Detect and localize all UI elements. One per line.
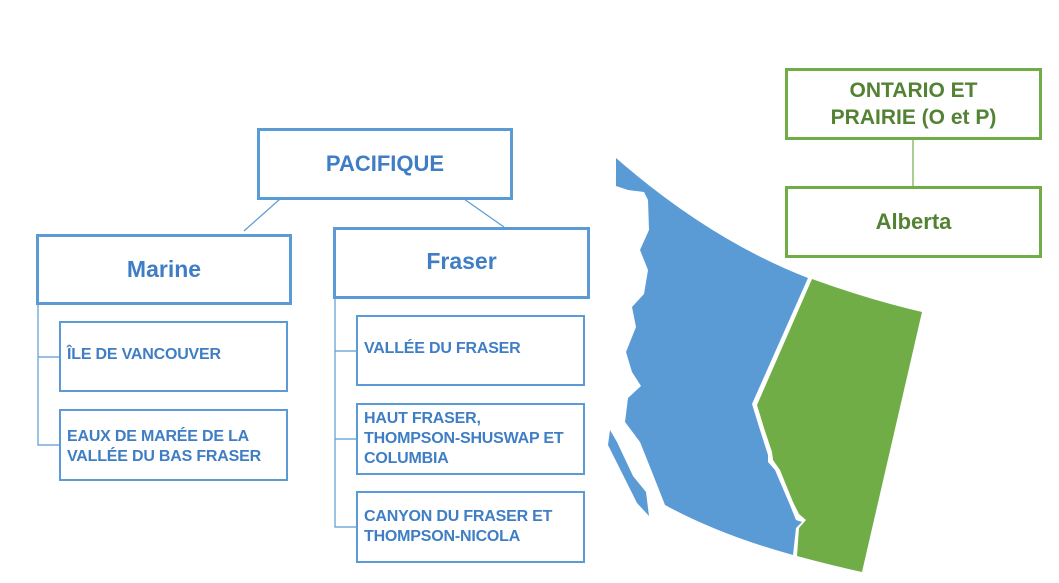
node-label: EAUX DE MARÉE DE LA VALLÉE DU BAS FRASER [67, 428, 261, 465]
node-alberta-label: Alberta [875, 209, 952, 234]
node-ontario-prairie-label: ONTARIO ET PRAIRIE (O et P) [830, 79, 997, 129]
node-fraser-label: Fraser [426, 248, 497, 274]
node-label: VALLÉE DU FRASER [364, 340, 521, 357]
node-canyon-du-fraser: CANYON DU FRASER ET THOMPSON-NICOLA [356, 491, 585, 563]
node-eaux-de-maree: EAUX DE MARÉE DE LA VALLÉE DU BAS FRASER [59, 409, 288, 481]
node-label: ÎLE DE VANCOUVER [67, 346, 221, 363]
node-marine: Marine [36, 234, 292, 305]
node-pacifique: PACIFIQUE [257, 128, 513, 200]
node-haut-fraser: HAUT FRASER, THOMPSON-SHUSWAP ET COLUMBI… [356, 403, 585, 475]
connector-pacifique-marine [243, 198, 281, 232]
node-vallee-du-fraser: VALLÉE DU FRASER [356, 315, 585, 386]
node-ontario-prairie: ONTARIO ET PRAIRIE (O et P) [785, 68, 1042, 140]
node-pacifique-label: PACIFIQUE [325, 151, 445, 176]
node-label: CANYON DU FRASER ET THOMPSON-NICOLA [364, 508, 553, 545]
node-marine-label: Marine [126, 256, 202, 282]
node-fraser: Fraser [333, 227, 590, 299]
connector-fraser-children [334, 299, 357, 528]
node-ile-de-vancouver: ÎLE DE VANCOUVER [59, 321, 288, 392]
connector-marine-children [37, 304, 60, 446]
node-alberta: Alberta [785, 186, 1042, 258]
map-british-columbia [616, 158, 808, 555]
connector-pacifique-fraser [463, 198, 505, 228]
map-alberta [757, 279, 922, 572]
node-label: HAUT FRASER, THOMPSON-SHUSWAP ET COLUMBI… [364, 410, 564, 467]
map-vancouver-island [608, 430, 649, 516]
